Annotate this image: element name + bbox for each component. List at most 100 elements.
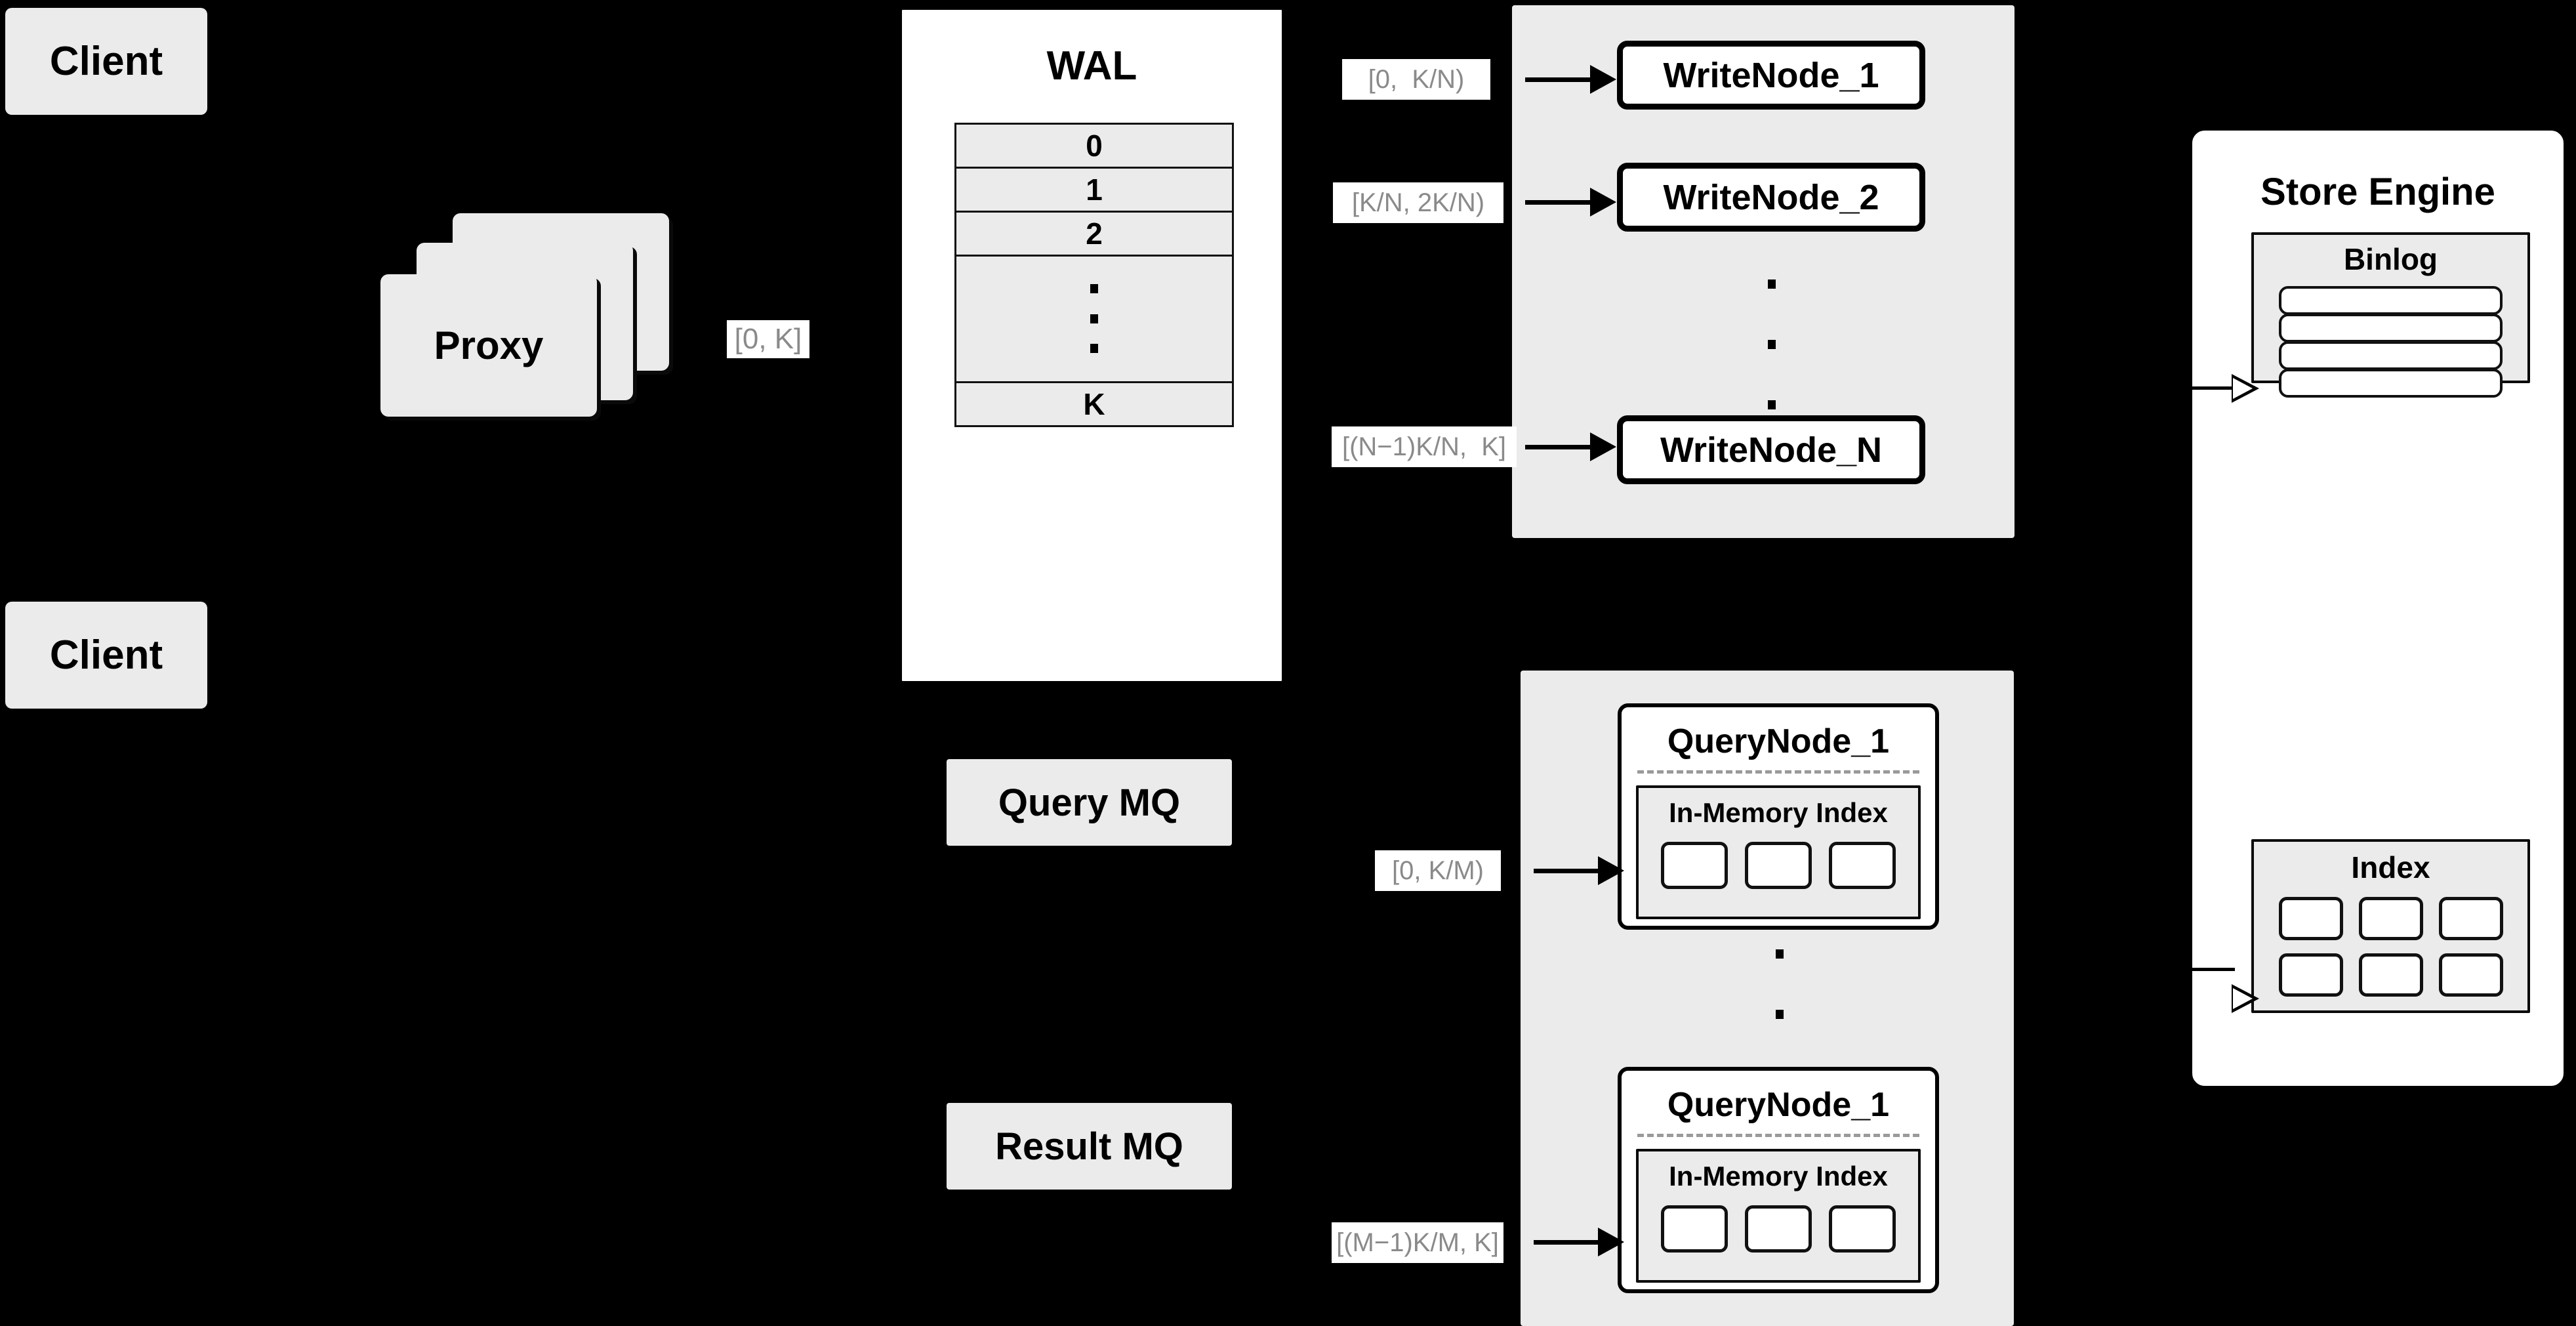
client-label-2: Client: [49, 632, 163, 678]
wal-entry-k[interactable]: K: [954, 381, 1234, 427]
query-node-group-ellipsis: [1774, 949, 1785, 1079]
arrow-to-write-node-1: [1525, 77, 1594, 82]
range-label-write-node-2-text: [K/N, 2K/N): [1351, 188, 1485, 217]
wal-entry-2[interactable]: 2: [954, 211, 1234, 257]
wal-entry-0-label: 0: [1086, 129, 1103, 163]
range-label-query-node-1: [0, K/M): [1375, 850, 1501, 891]
index-cell-6[interactable]: [2438, 953, 2503, 997]
arrow-head-query-node-1: [1598, 856, 1624, 885]
arrow-head-write-node-1: [1590, 65, 1616, 94]
range-label-query-node-m: [(M−1)K/M, K]: [1332, 1222, 1503, 1263]
query-node-1-inmemory-index: In-Memory Index: [1636, 785, 1921, 919]
range-label-query-node-1-text: [0, K/M): [1391, 856, 1484, 885]
binlog-row-3[interactable]: [2279, 341, 2503, 370]
wal-panel: WAL 0 1 2 K: [897, 5, 1286, 686]
write-node-1-label: WriteNode_1: [1663, 55, 1879, 95]
store-engine-panel: Store Engine Binlog Index: [2188, 126, 2568, 1090]
query-node-group: QueryNode_1 In-Memory Index QueryNode_1: [1521, 671, 2014, 1326]
write-node-1[interactable]: WriteNode_1: [1617, 41, 1925, 110]
query-node-1[interactable]: QueryNode_1 In-Memory Index: [1618, 703, 1939, 930]
arrow-to-query-node-1: [1534, 869, 1603, 873]
query-node-m-separator: [1637, 1134, 1919, 1137]
store-engine-title: Store Engine: [2192, 170, 2564, 214]
query-node-1-separator: [1637, 770, 1919, 774]
binlog-title-text: Binlog: [2343, 242, 2438, 276]
binlog-row-1[interactable]: [2279, 286, 2503, 315]
binlog-panel: Binlog: [2251, 232, 2530, 398]
write-node-2[interactable]: WriteNode_2: [1617, 163, 1925, 232]
query-node-m-index-title-text: In-Memory Index: [1669, 1161, 1888, 1191]
query-node-m-segment-1[interactable]: [1661, 1205, 1728, 1253]
arrow-line-to-index: [2188, 968, 2235, 971]
index-title: Index: [2254, 850, 2527, 885]
arrow-head-write-node-2: [1590, 188, 1616, 217]
index-panel: Index: [2251, 839, 2530, 1013]
wal-title: WAL: [902, 43, 1282, 89]
query-node-1-title: QueryNode_1: [1622, 722, 1935, 761]
range-label-write-node-1-text: [0, K/N): [1368, 64, 1465, 94]
wal-entry-1-label: 1: [1086, 173, 1103, 207]
range-label-query-node-m-text: [(M−1)K/M, K]: [1336, 1228, 1499, 1257]
write-node-n[interactable]: WriteNode_N: [1617, 415, 1925, 484]
result-mq-label: Result MQ: [995, 1125, 1183, 1168]
arrow-to-query-node-m: [1534, 1240, 1603, 1245]
index-cell-5[interactable]: [2358, 953, 2423, 997]
range-label-write-node-2: [K/N, 2K/N): [1333, 182, 1503, 223]
query-node-1-title-text: QueryNode_1: [1667, 722, 1890, 760]
range-label-proxy-to-wal: [0, K]: [727, 320, 809, 358]
query-node-m[interactable]: QueryNode_1 In-Memory Index: [1618, 1067, 1939, 1293]
arrow-head-write-node-n: [1590, 432, 1616, 461]
range-label-write-node-n-text: [(N−1)K/N, K]: [1341, 432, 1507, 461]
result-mq-box[interactable]: Result MQ: [947, 1103, 1232, 1190]
binlog-title: Binlog: [2254, 241, 2527, 277]
query-node-1-index-title: In-Memory Index: [1639, 797, 1918, 829]
query-node-1-segment-1[interactable]: [1661, 842, 1728, 889]
arrow-head-to-index: [2232, 984, 2259, 1013]
write-node-group-ellipsis: [1767, 280, 1777, 409]
wal-entry-ellipsis: [954, 255, 1234, 383]
query-node-m-segment-2[interactable]: [1745, 1205, 1812, 1253]
wal-entry-list: 0 1 2 K: [954, 123, 1234, 427]
client-box-2[interactable]: Client: [5, 602, 207, 709]
binlog-row-4[interactable]: [2279, 369, 2503, 398]
range-label-proxy-to-wal-text: [0, K]: [734, 323, 802, 355]
write-node-2-label: WriteNode_2: [1663, 177, 1879, 217]
arrow-to-write-node-2: [1525, 200, 1594, 205]
wal-entry-0[interactable]: 0: [954, 123, 1234, 169]
range-label-write-node-n: [(N−1)K/N, K]: [1332, 426, 1517, 467]
arrow-head-query-node-m: [1598, 1228, 1624, 1256]
client-label-1: Client: [49, 39, 163, 84]
query-node-m-title: QueryNode_1: [1622, 1085, 1935, 1125]
index-cell-4[interactable]: [2278, 953, 2343, 997]
query-node-m-title-text: QueryNode_1: [1667, 1086, 1890, 1124]
query-mq-label: Query MQ: [998, 781, 1181, 824]
query-node-1-segment-2[interactable]: [1745, 842, 1812, 889]
index-cell-3[interactable]: [2438, 897, 2503, 940]
query-node-1-index-title-text: In-Memory Index: [1669, 797, 1888, 828]
query-node-1-segment-3[interactable]: [1829, 842, 1896, 889]
query-node-m-segment-3[interactable]: [1829, 1205, 1896, 1253]
proxy-layer-front[interactable]: Proxy: [380, 274, 597, 417]
wal-entry-2-label: 2: [1086, 217, 1103, 251]
proxy-stack[interactable]: Proxy: [380, 213, 669, 436]
arrow-line-to-binlog: [2188, 386, 2235, 390]
range-label-write-node-1: [0, K/N): [1342, 59, 1490, 100]
write-node-group: WriteNode_1 WriteNode_2 WriteNode_N: [1512, 5, 2014, 538]
wal-entry-1[interactable]: 1: [954, 167, 1234, 213]
binlog-row-2[interactable]: [2279, 314, 2503, 342]
wal-ellipsis-dots: [1090, 284, 1098, 353]
index-cell-1[interactable]: [2278, 897, 2343, 940]
client-box-1[interactable]: Client: [5, 8, 207, 115]
arrow-head-to-binlog: [2232, 374, 2259, 403]
wal-title-text: WAL: [1046, 43, 1137, 89]
query-node-m-index-title: In-Memory Index: [1639, 1161, 1918, 1192]
wal-entry-k-label: K: [1083, 387, 1105, 421]
query-mq-box[interactable]: Query MQ: [947, 759, 1232, 846]
store-engine-title-text: Store Engine: [2260, 171, 2495, 213]
arrow-to-write-node-n: [1525, 445, 1594, 449]
query-node-m-inmemory-index: In-Memory Index: [1636, 1149, 1921, 1283]
index-title-text: Index: [2351, 850, 2430, 884]
write-node-n-label: WriteNode_N: [1660, 430, 1883, 470]
index-cell-2[interactable]: [2358, 897, 2423, 940]
